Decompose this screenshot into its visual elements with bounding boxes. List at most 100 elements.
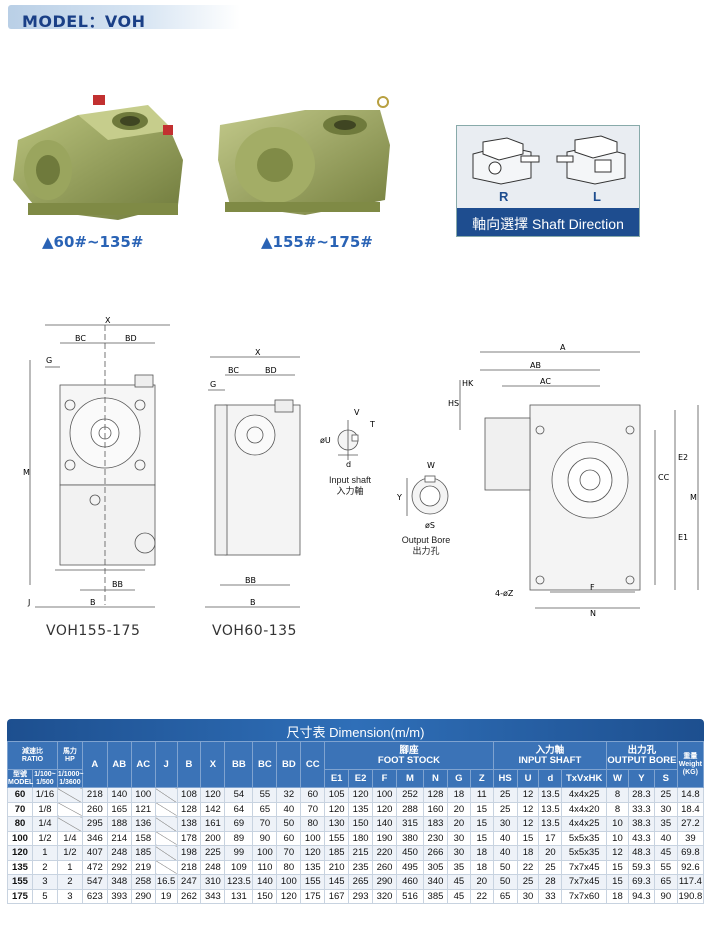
table-cell: 32 (276, 787, 302, 803)
table-cell: 1/4 (56, 830, 83, 846)
table-cell: 69.8 (676, 845, 705, 861)
table-cell: 64 (224, 801, 254, 817)
table-cell: 14.8 (676, 787, 705, 803)
table-cell: 27.2 (676, 816, 705, 832)
table-cell: 128 (423, 787, 448, 803)
table-cell: 22 (469, 888, 494, 904)
col-header-y: Y (627, 769, 655, 788)
table-cell: 60 (276, 830, 302, 846)
col-header-z: Z (469, 769, 494, 788)
table-cell: 185 (324, 845, 350, 861)
table-cell: 12 (516, 816, 540, 832)
table-cell: 315 (395, 816, 425, 832)
table-cell: 258 (130, 874, 156, 890)
dim-ac: AC (540, 377, 551, 386)
dim-hs: HS (448, 399, 459, 408)
table-cell: 120 (276, 888, 302, 904)
table-cell: 69.3 (627, 874, 655, 890)
ratio-header: 減速比 RATIO (7, 741, 58, 770)
shaft-left-illustration (556, 135, 626, 185)
dim-g: G (46, 356, 52, 365)
table-cell: 45 (446, 874, 471, 890)
dimension-table-title-bar: 尺寸表 Dimension(m/m) (7, 719, 704, 741)
hp1-header: 1/100~ 1/500 (31, 769, 58, 788)
table-cell: 516 (395, 888, 425, 904)
model-cell: 70 (7, 801, 33, 817)
table-cell: 18 (446, 787, 471, 803)
table-cell (56, 816, 83, 832)
col-header-g: G (446, 769, 471, 788)
table-cell: 70 (252, 816, 278, 832)
dim-a: A (560, 343, 566, 352)
dim-z: 4-øZ (495, 589, 514, 598)
table-cell: 293 (348, 888, 374, 904)
table-cell: 3 (31, 874, 58, 890)
dim-y: Y (396, 493, 402, 502)
dim-e1: E1 (678, 533, 688, 542)
table-cell: 140 (372, 816, 397, 832)
table-cell: 28 (538, 874, 563, 890)
table-cell: 142 (200, 801, 226, 817)
table-cell: 30 (516, 888, 540, 904)
table-cell: 248 (200, 859, 226, 875)
table-cell: 288 (395, 801, 425, 817)
table-cell: 94.3 (627, 888, 655, 904)
table-cell: 38.3 (627, 816, 655, 832)
table-cell: 218 (81, 787, 108, 803)
product-photo-large (218, 96, 390, 215)
table-cell: 385 (423, 888, 448, 904)
table-cell: 252 (395, 787, 425, 803)
table-cell: 12 (606, 845, 629, 861)
table-cell: 131 (224, 888, 254, 904)
table-cell: 40 (276, 801, 302, 817)
table-cell: 292 (106, 859, 132, 875)
table-cell: 155 (324, 830, 350, 846)
table-cell: 260 (372, 859, 397, 875)
dim-m: M (23, 468, 30, 477)
table-cell: 218 (176, 859, 202, 875)
dim-bc: BC (75, 334, 86, 343)
dim-t: T (369, 420, 375, 429)
table-cell: 10 (606, 816, 629, 832)
table-cell: 290 (372, 874, 397, 890)
table-cell: 15 (606, 874, 629, 890)
product-photo-small (13, 95, 183, 220)
table-cell: 200 (200, 830, 226, 846)
table-cell: 185 (130, 845, 156, 861)
model-cell: 155 (7, 874, 33, 890)
input-shaft-label: Input shaft 入力軸 (328, 475, 372, 496)
output-bore-caption: Output Bore 出力孔 (393, 535, 459, 557)
table-cell: 320 (372, 888, 397, 904)
table-cell: 190 (372, 830, 397, 846)
table-cell: 120 (200, 787, 226, 803)
col-header-b: B (176, 741, 202, 788)
table-cell: 35 (653, 816, 678, 832)
table-cell: 40 (492, 830, 518, 846)
table-cell: 310 (200, 874, 226, 890)
col-header-ab: AB (106, 741, 132, 788)
table-cell: 25 (653, 787, 678, 803)
table-cell: 100 (300, 830, 326, 846)
table-cell: 2 (56, 874, 83, 890)
table-cell: 25 (538, 859, 563, 875)
table-cell: 20 (469, 874, 494, 890)
table-cell: 30 (653, 801, 678, 817)
table-cell: 92.6 (676, 859, 705, 875)
foot-stock-header: 腳座 FOOT STOCK (324, 741, 494, 770)
table-cell: 4x4x20 (561, 801, 608, 817)
table-cell: 25 (492, 787, 518, 803)
drawing-title-voh155-175: VOH155-175 (46, 623, 141, 639)
model-cell: 80 (7, 816, 33, 832)
table-cell: 30 (446, 845, 471, 861)
table-cell: 40 (492, 845, 518, 861)
table-cell: 150 (348, 816, 374, 832)
table-cell: 295 (81, 816, 108, 832)
table-cell: 13.5 (538, 816, 563, 832)
table-cell: 1/4 (31, 816, 58, 832)
table-cell: 8 (606, 801, 629, 817)
dimension-table-title: 尺寸表 Dimension(m/m) (286, 725, 425, 740)
drawing-voh155-175: X BC BD G M BB B J (23, 316, 170, 608)
